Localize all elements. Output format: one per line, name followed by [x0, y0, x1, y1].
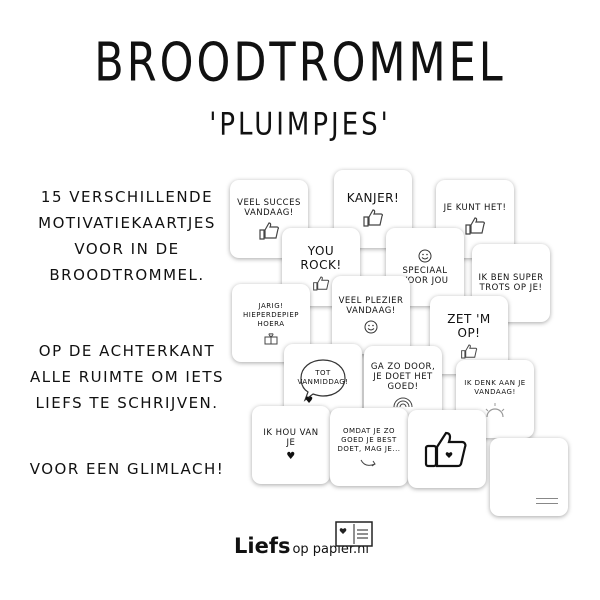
card-veel-succes: Veel succes vandaag!	[230, 180, 308, 258]
thumbs-up-icon	[465, 217, 486, 235]
thumbs-up-icon	[313, 275, 330, 291]
card-text: Veel succes vandaag!	[237, 198, 301, 218]
card-omdat-je: Omdat je zo goed je best doet, mag je...	[330, 408, 408, 486]
card-text: Speciaal voor jou	[401, 265, 449, 286]
card-text: You rock!	[300, 243, 342, 272]
description-paragraph-2: OP DE ACHTERKANT ALLE RUIMTE OM IETS LIE…	[28, 338, 226, 416]
card-text: Veel plezier vandaag!	[338, 296, 404, 316]
card-text: Ga zo door, je doet het goed!	[370, 362, 436, 392]
brand-logo-main: Liefs	[234, 534, 291, 558]
rainbow-icon	[393, 397, 413, 408]
gift-icon	[264, 332, 278, 344]
description-paragraph-1: 15 VERSCHILLENDE MOTIVATIEKAARTJES VOOR …	[28, 184, 226, 288]
thumbs-up-icon	[363, 209, 384, 227]
speech-bubble-icon	[300, 359, 346, 402]
card-text: Kanjer!	[346, 191, 400, 205]
description-line: VOOR IN DE	[74, 240, 180, 258]
description-line: OP DE ACHTERKANT	[38, 342, 216, 360]
card-back-logo	[536, 498, 558, 504]
heart-icon: ♥	[286, 451, 296, 462]
card-text: Ik denk aan je vandaag!	[464, 379, 526, 396]
postcard-icon	[335, 521, 373, 547]
card-text: Je kunt het!	[443, 203, 507, 213]
smiley-icon	[364, 320, 378, 334]
card-text: Zet 'm op!	[447, 311, 491, 340]
thumbs-up-icon	[461, 343, 478, 359]
card-veel-plezier: Veel plezier vandaag!	[332, 276, 410, 354]
card-text: Jarig! Hieperdepiep hoera	[242, 301, 299, 328]
card-text: Omdat je zo goed je best doet, mag je...	[337, 426, 401, 453]
page-title: BROODTROMMEL	[94, 31, 506, 95]
card-back	[490, 438, 568, 516]
card-thumbs-up	[408, 410, 486, 488]
smiley-icon	[418, 249, 432, 262]
card-text: Ik hou van je	[263, 428, 319, 448]
arrow-icon	[360, 459, 376, 466]
thumbs-up-icon	[424, 431, 467, 468]
card-trots: Ik ben super trots op je!	[472, 244, 550, 322]
heart-icon: ♥	[305, 396, 314, 406]
description-paragraph-3: VOOR EEN GLIMLACH!	[28, 456, 226, 482]
description-line: 15 VERSCHILLENDE	[40, 188, 214, 206]
description-line: MOTIVATIEKAARTJES	[38, 214, 216, 232]
card-text: Tot vanmiddag!	[297, 369, 349, 386]
thumbs-up-icon	[259, 222, 280, 240]
card-text: Ik ben super trots op je!	[478, 273, 544, 293]
description-line: VOOR EEN GLIMLACH!	[29, 460, 225, 478]
page-subtitle: 'PLUIMPJES'	[209, 107, 391, 143]
description-line: LIEFS TE SCHRIJVEN.	[35, 394, 219, 412]
sun-icon	[485, 403, 505, 418]
card-ik-hou-van-je: Ik hou van je ♥	[252, 406, 330, 484]
description-line: ALLE RUIMTE OM IETS	[30, 368, 224, 386]
description-line: BROODTROMMEL.	[49, 266, 205, 284]
